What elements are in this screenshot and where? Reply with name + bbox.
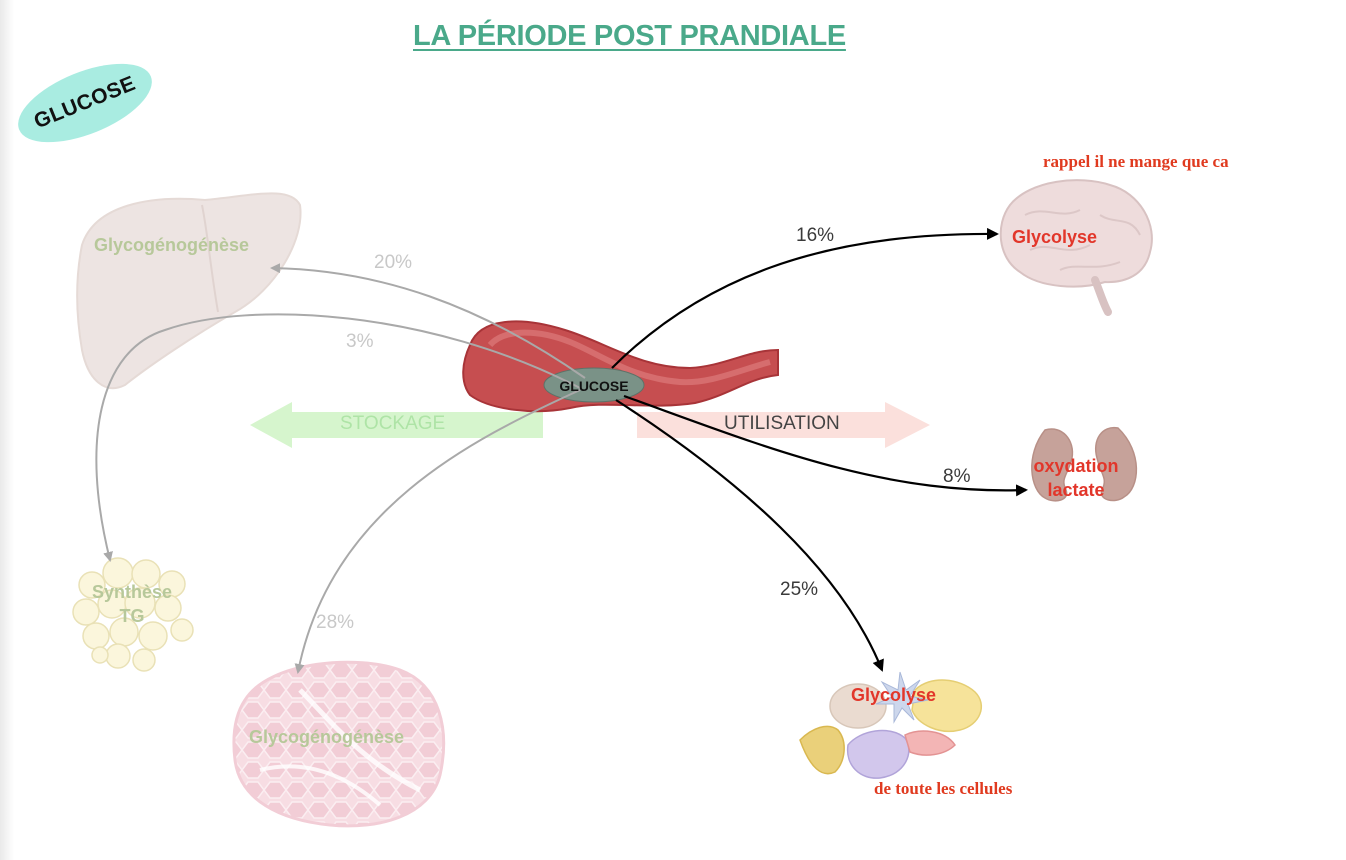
cells-label: Glycolyse bbox=[851, 685, 937, 705]
storage-big-arrow bbox=[250, 402, 543, 448]
page-title: LA PÉRIODE POST PRANDIALE bbox=[413, 20, 846, 52]
center-glucose-label: GLUCOSE bbox=[559, 378, 629, 394]
adipose-tissue-illustration bbox=[72, 557, 194, 672]
storage-label: STOCKAGE bbox=[340, 413, 446, 434]
kidney-illustration bbox=[1031, 426, 1138, 502]
cells-note: de toute les cellules bbox=[874, 779, 1013, 798]
arrow-to-cells bbox=[615, 399, 884, 672]
arrow-to-adipose bbox=[95, 313, 581, 562]
adipose-label-line2: TG bbox=[119, 606, 145, 626]
liver-percent: 20% bbox=[374, 252, 413, 273]
brain-label: Glycolyse bbox=[1012, 227, 1098, 247]
cells-percent: 25% bbox=[780, 579, 819, 600]
muscle-label: Glycogénogénèse bbox=[249, 727, 405, 747]
liver-label: Glycogénogénèse bbox=[94, 235, 250, 255]
blood-vessel-illustration bbox=[462, 320, 779, 413]
arrow-to-brain bbox=[611, 227, 999, 369]
left-edge-shadow bbox=[0, 0, 14, 860]
brain-percent: 16% bbox=[796, 225, 835, 246]
body-cells-illustration bbox=[799, 671, 982, 779]
kidney-percent: 8% bbox=[943, 466, 971, 487]
center-glucose-ellipse bbox=[543, 367, 645, 403]
adipose-percent: 3% bbox=[346, 331, 374, 352]
adipose-label-line1: Synthèse bbox=[91, 582, 173, 602]
muscle-percent: 28% bbox=[316, 612, 355, 633]
brain-note: rappel il ne mange que ca bbox=[1043, 152, 1229, 171]
kidney-label: oxydation lactate bbox=[1024, 454, 1128, 502]
adipose-label: Synthèse TG bbox=[87, 580, 177, 628]
utilization-label: UTILISATION bbox=[724, 413, 840, 434]
arrow-to-muscle bbox=[294, 389, 581, 674]
liver-illustration bbox=[76, 192, 302, 390]
arrow-to-kidney bbox=[623, 394, 1028, 497]
brain-illustration bbox=[999, 179, 1153, 316]
utilization-big-arrow bbox=[637, 402, 930, 448]
muscle-tissue-illustration bbox=[232, 660, 446, 828]
kidney-label-line2: lactate bbox=[1047, 480, 1105, 500]
kidney-label-line1: oxydation bbox=[1033, 456, 1119, 476]
arrow-to-liver bbox=[270, 263, 586, 379]
